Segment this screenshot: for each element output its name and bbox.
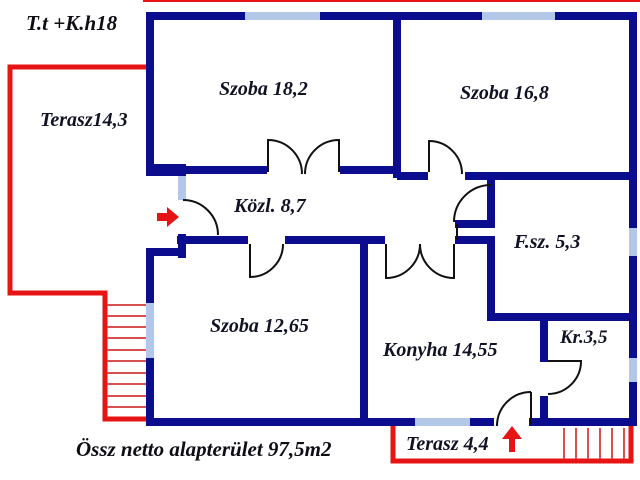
door-szoba2 — [428, 139, 463, 175]
wall-kozl-south-a — [177, 236, 248, 244]
window-szoba3 — [146, 303, 154, 358]
wall-entrance-corner — [146, 248, 183, 256]
wall-right — [629, 12, 637, 426]
door-szoba1-double — [267, 138, 340, 175]
wall-bottom-east — [529, 418, 637, 426]
stairs-left — [107, 304, 146, 408]
wall-bottom-west — [146, 418, 494, 426]
wall-fsz-west-lower — [487, 244, 495, 313]
label-szoba-2: Szoba 16,8 — [460, 82, 549, 104]
wall-west-upper — [146, 12, 154, 176]
door-konyha-double — [385, 243, 455, 280]
terrace-outlines — [7, 0, 640, 464]
wall-kamra-west-a — [540, 321, 548, 362]
entry-arrows — [157, 207, 522, 452]
window-szoba2 — [482, 12, 555, 20]
wall-szoba2-south-b — [465, 172, 637, 180]
terrace-left-outline — [7, 64, 146, 422]
window-szoba1 — [245, 12, 320, 20]
terrace-bottom-outline — [390, 424, 634, 464]
wall-konyha-west — [360, 244, 368, 418]
door-fsz — [453, 184, 492, 240]
door-kamra — [547, 360, 583, 395]
windows — [146, 12, 637, 426]
window-kamra — [629, 358, 637, 382]
label-konyha: Konyha 14,55 — [383, 339, 498, 361]
wall-kamra-west-b — [540, 396, 548, 426]
label-szoba-1: Szoba 18,2 — [219, 78, 308, 100]
wall-kozl-north-a — [154, 166, 267, 174]
total-area-footer: Össz netto alapterület 97,5m2 — [76, 437, 332, 461]
label-terasz-left: Terasz14,3 — [40, 109, 128, 131]
wall-szoba-divider — [393, 12, 401, 178]
label-terasz-bottom: Terasz 4,4 — [406, 433, 489, 455]
stairs-right — [563, 428, 625, 459]
wall-fsz-stub-south — [455, 236, 495, 244]
doors — [182, 138, 583, 427]
wall-kozl-north-b — [340, 166, 401, 174]
label-kamra: Kr.3,5 — [560, 327, 608, 348]
label-furdoszoba: F.sz. 5,3 — [514, 231, 581, 253]
terrace-arrow-icon — [502, 426, 522, 452]
window-fsz — [629, 228, 637, 256]
window-konyha — [415, 418, 470, 426]
entrance-arrow-icon — [157, 207, 179, 227]
wall-szoba2-south-a — [397, 172, 428, 180]
wall-kozl-south-b — [285, 236, 385, 244]
door-terasz — [496, 391, 532, 427]
door-szoba3 — [249, 243, 284, 279]
door-front — [182, 199, 219, 236]
wall-top — [146, 12, 637, 20]
wall-fsz-south — [487, 313, 637, 321]
wall-entrance-lower — [178, 234, 186, 258]
label-szoba-3: Szoba 12,65 — [210, 315, 309, 337]
front-door-opening — [178, 176, 186, 200]
wall-fsz-stub-north — [455, 220, 495, 228]
note-top-left: T.t +K.h18 — [26, 11, 118, 35]
wall-fsz-west-upper — [487, 180, 495, 228]
label-kozlekedo: Közl. 8,7 — [234, 195, 306, 217]
walls — [146, 12, 637, 426]
